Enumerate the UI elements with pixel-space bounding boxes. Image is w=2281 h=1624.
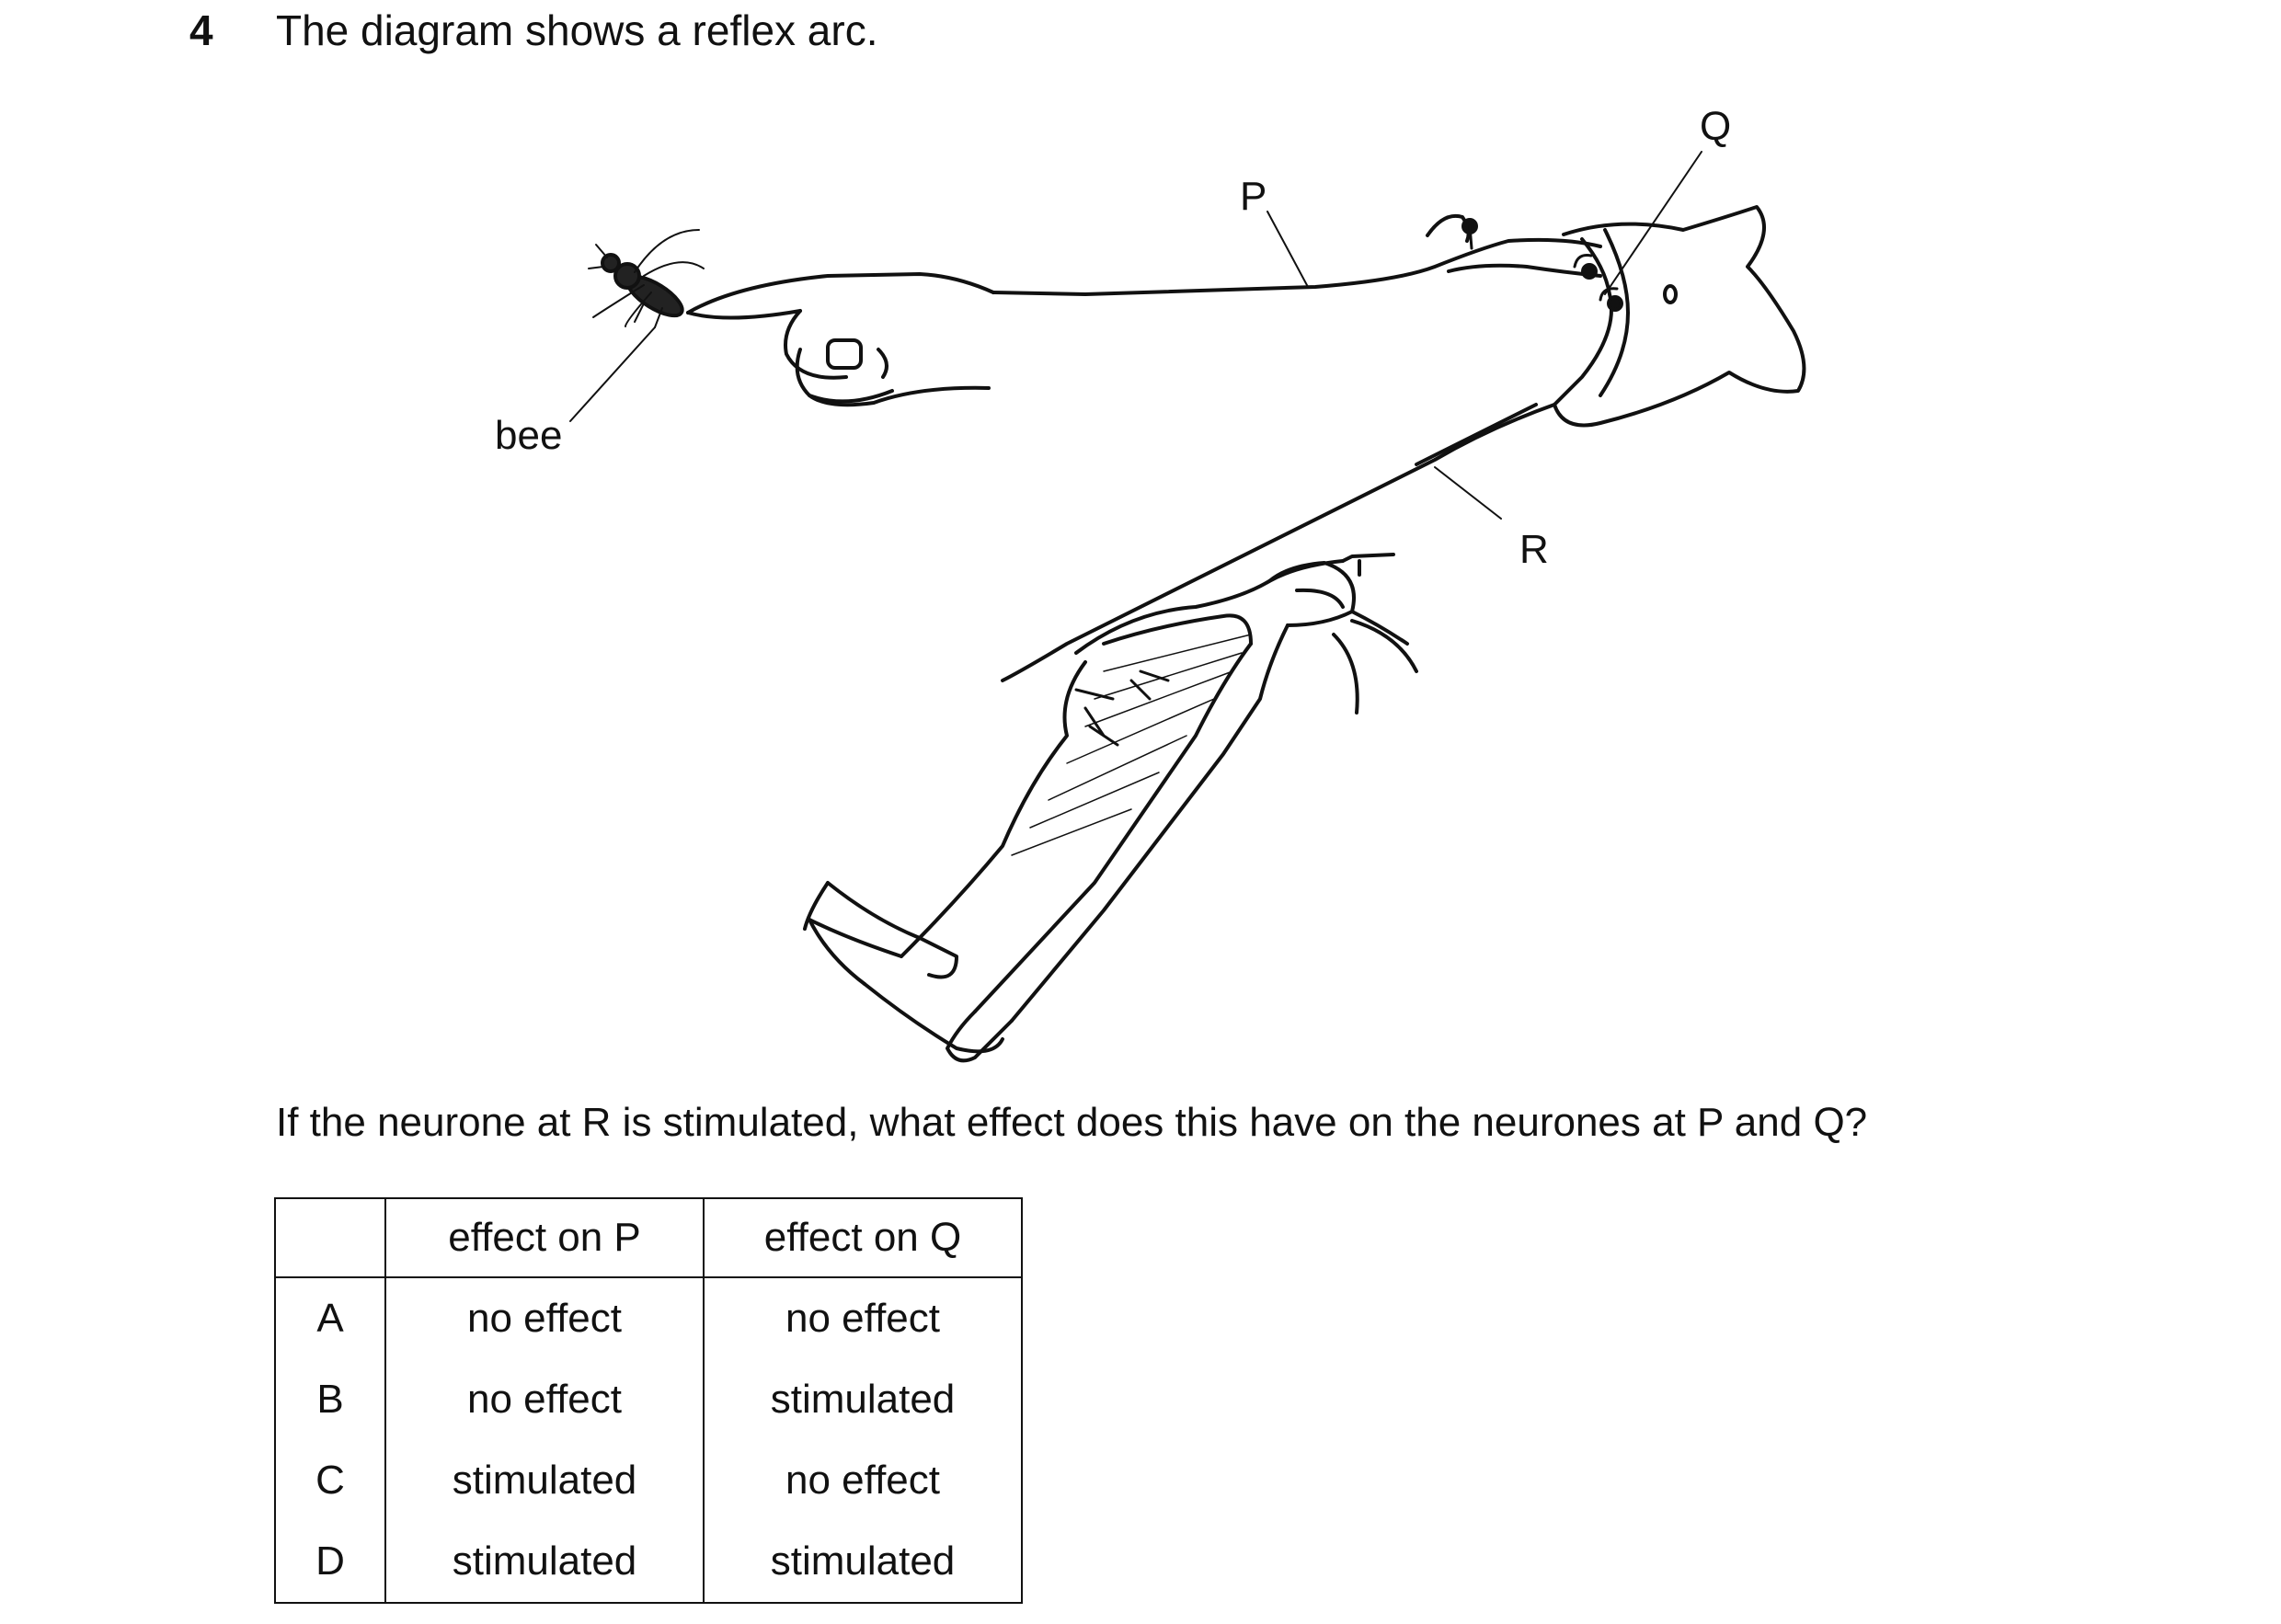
answer-options-table: effect on P effect on Q A no effect no e… xyxy=(274,1197,1023,1604)
arm-muscle-illustration xyxy=(803,553,1418,1063)
bee-illustration xyxy=(588,229,705,328)
option-effect-p: stimulated xyxy=(384,1440,705,1521)
label-bee: bee xyxy=(495,413,562,458)
option-letter: C xyxy=(274,1440,386,1521)
label-q: Q xyxy=(1700,104,1731,149)
question-stem: The diagram shows a reflex arc. xyxy=(276,6,878,54)
label-r: R xyxy=(1519,527,1549,572)
option-effect-p: no effect xyxy=(384,1277,705,1359)
table-row: D stimulated stimulated xyxy=(274,1521,1023,1603)
option-effect-p: no effect xyxy=(384,1359,705,1440)
option-effect-q: stimulated xyxy=(703,1359,1023,1440)
spinal-cord-illustration xyxy=(1553,205,1806,428)
option-effect-p: stimulated xyxy=(384,1521,705,1603)
option-effect-q: stimulated xyxy=(703,1521,1023,1603)
question-number: 4 xyxy=(189,6,213,54)
table-header-row: effect on P effect on Q xyxy=(274,1198,1023,1278)
option-effect-q: no effect xyxy=(703,1440,1023,1521)
header-letter xyxy=(274,1198,386,1278)
table-row: A no effect no effect xyxy=(274,1277,1023,1359)
header-effect-q: effect on Q xyxy=(703,1198,1023,1278)
reflex-arc-diagram: bee P Q R xyxy=(495,104,1806,1063)
table-row: B no effect stimulated xyxy=(274,1359,1023,1440)
header-effect-p: effect on P xyxy=(384,1198,705,1278)
hand-illustration xyxy=(686,272,995,407)
table-row: C stimulated no effect xyxy=(274,1440,1023,1521)
option-letter: D xyxy=(274,1521,386,1603)
option-letter: A xyxy=(274,1277,386,1359)
label-p: P xyxy=(1240,174,1267,219)
option-letter: B xyxy=(274,1359,386,1440)
question-prompt: If the neurone at R is stimulated, what … xyxy=(276,1100,1868,1145)
option-effect-q: no effect xyxy=(703,1277,1023,1359)
